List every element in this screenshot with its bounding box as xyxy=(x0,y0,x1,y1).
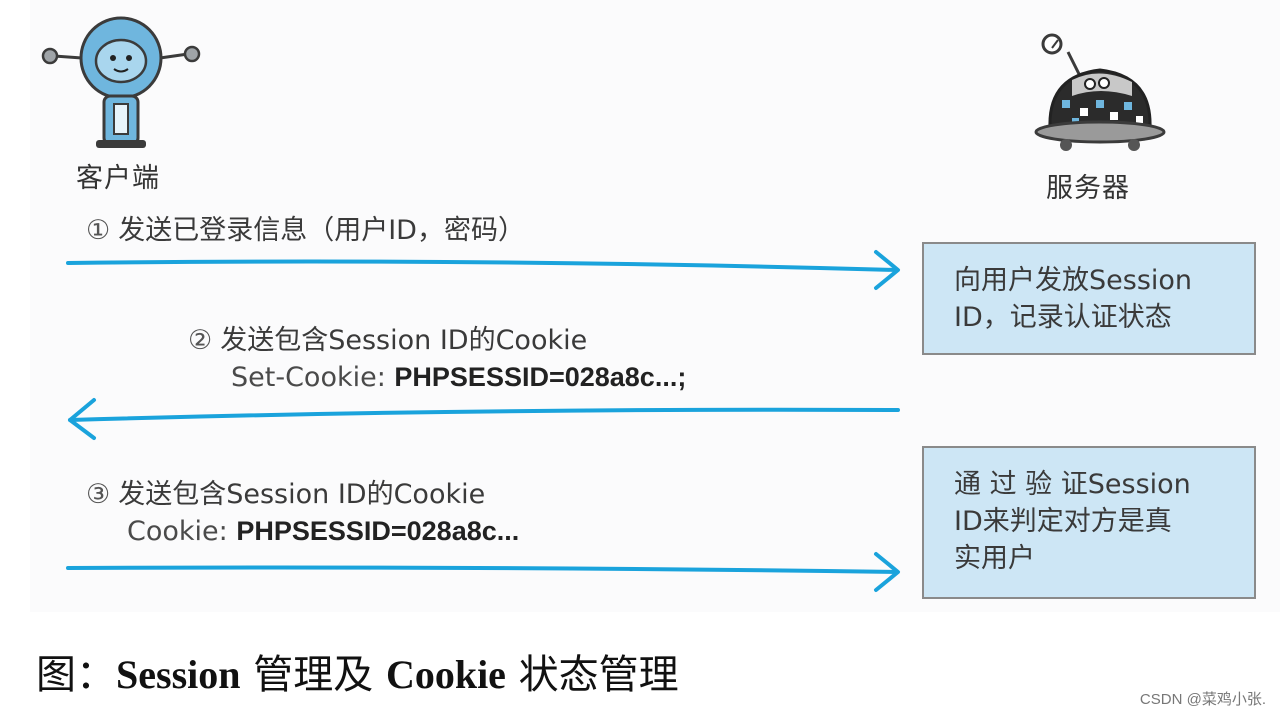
watermark: CSDN @菜鸡小张. xyxy=(1139,691,1266,708)
arrow-step-3 xyxy=(66,552,900,592)
server-note-issue-session: 向用户发放Session ID，记录认证状态 xyxy=(922,242,1256,355)
arrow-step-1 xyxy=(66,250,900,290)
caption-term-cookie: Cookie xyxy=(385,652,506,697)
caption-term-session: Session xyxy=(116,652,241,697)
step-2-header-key: Set-Cookie: xyxy=(231,362,395,393)
client-label: 客户端 xyxy=(76,163,160,194)
note-2-line-2: ID来判定对方是真 xyxy=(954,506,1172,537)
step-2-title: 发送包含Session ID的Cookie xyxy=(220,325,588,356)
note-1-line-2: ID，记录认证状态 xyxy=(954,302,1172,333)
arrow-step-2 xyxy=(68,398,900,440)
step-3-number: ③ xyxy=(86,479,111,510)
step-2-header-value: PHPSESSID=028a8c...; xyxy=(394,362,687,392)
note-2-line-3: 实用户 xyxy=(954,543,1035,574)
client-robot-icon xyxy=(41,16,201,148)
caption-suffix: 状态管理 xyxy=(505,652,679,698)
note-1-line-1: 向用户发放Session xyxy=(954,265,1193,296)
caption-mid: 管理及 xyxy=(240,652,386,698)
server-robot-icon xyxy=(1034,33,1166,151)
step-3-title: 发送包含Session ID的Cookie xyxy=(118,479,486,510)
step-2-number: ② xyxy=(188,325,213,356)
step-1-number: ① xyxy=(86,215,111,246)
server-note-verify-session: 通 过 验 证Session ID来判定对方是真 实用户 xyxy=(922,446,1256,599)
step-1-title: 发送已登录信息（用户ID，密码） xyxy=(118,215,525,246)
note-2-line-1: 通 过 验 证Session xyxy=(954,469,1191,500)
caption-prefix: 图： xyxy=(36,652,116,698)
server-label: 服务器 xyxy=(1046,173,1130,204)
step-3-header-key: Cookie: xyxy=(127,516,237,547)
step-3-header-value: PHPSESSID=028a8c... xyxy=(236,516,520,546)
figure-caption: 图：Session 管理及 Cookie 状态管理 xyxy=(36,642,679,700)
